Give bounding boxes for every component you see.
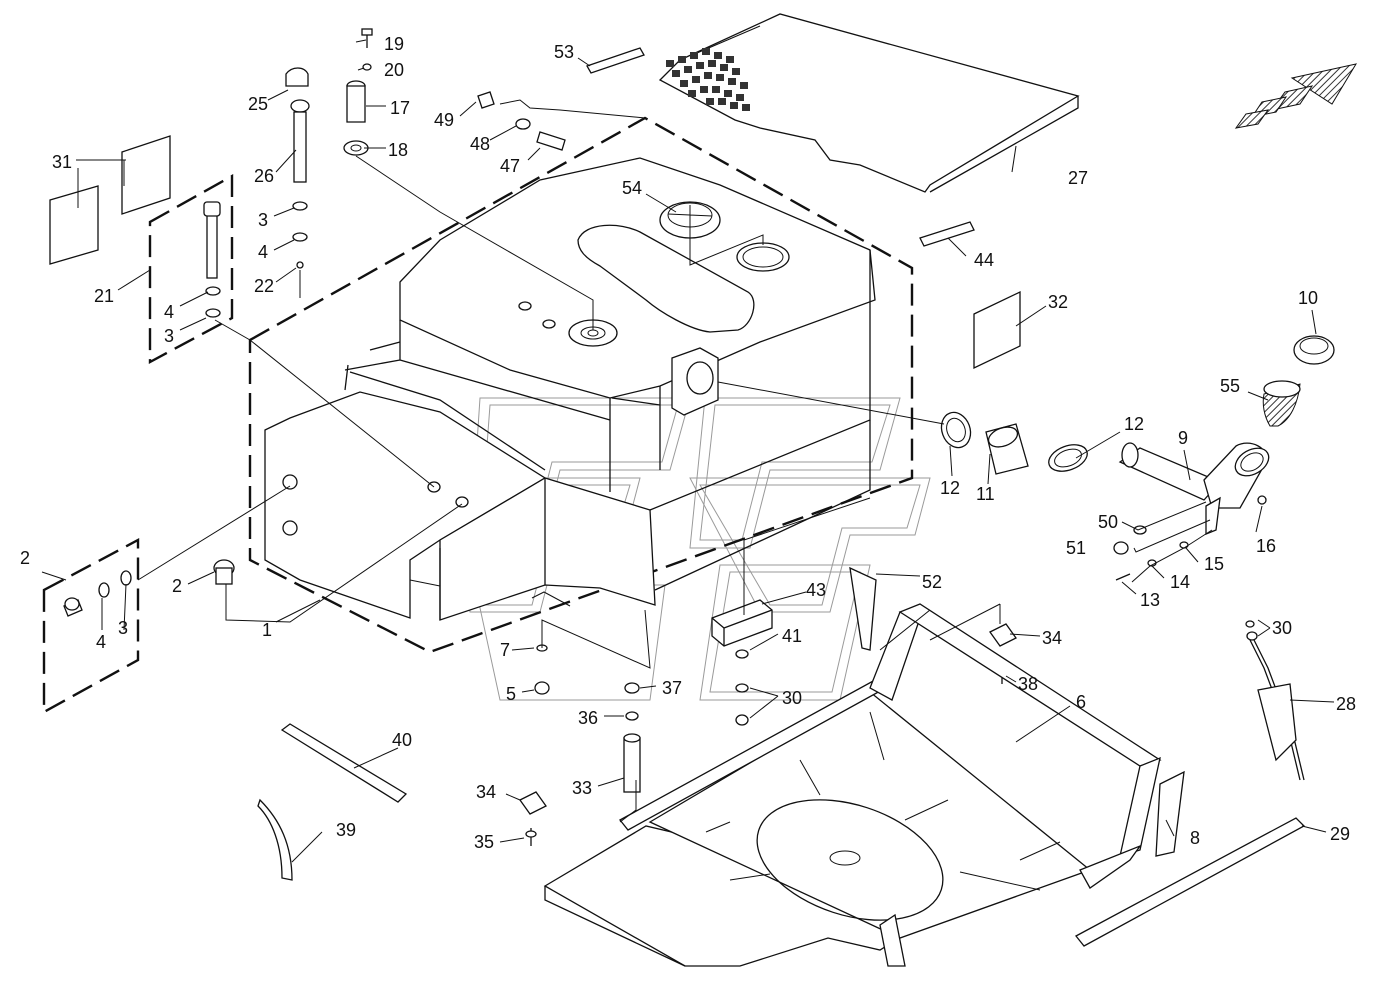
part-label-33: 33 — [572, 778, 592, 798]
filler-hose-assembly — [940, 335, 1335, 581]
part-label-5: 5 — [506, 684, 516, 704]
part-label-31: 31 — [52, 152, 72, 172]
leader-lines — [41, 39, 1335, 863]
part-label-30b: 30 — [782, 688, 802, 708]
part-label-17: 17 — [390, 98, 410, 118]
grille-squares — [666, 48, 750, 111]
label-plates-31 — [49, 135, 171, 265]
part-label-4c: 4 — [96, 632, 106, 652]
cable-bracket-28 — [1245, 620, 1305, 781]
part-label-35: 35 — [474, 832, 494, 852]
bolts-47-48-49 — [477, 91, 566, 151]
part-label-48: 48 — [470, 134, 490, 154]
part-label-3c: 3 — [118, 618, 128, 638]
part-label-34a: 34 — [476, 782, 496, 802]
part-label-27: 27 — [1068, 168, 1088, 188]
part-label-53: 53 — [554, 42, 574, 62]
part-label-15: 15 — [1204, 554, 1224, 574]
kit-21-dashed-box — [148, 173, 234, 365]
part-label-3a: 3 — [164, 326, 174, 346]
part-label-22: 22 — [254, 276, 274, 296]
part-label-12b: 12 — [1124, 414, 1144, 434]
part-label-55: 55 — [1220, 376, 1240, 396]
part-label-3b: 3 — [258, 210, 268, 230]
block-43 — [711, 599, 773, 647]
part-label-20: 20 — [384, 60, 404, 80]
mounting-frame — [543, 603, 1162, 967]
part-label-7: 7 — [500, 640, 510, 660]
part-label-49: 49 — [434, 110, 454, 130]
strip-8 — [1155, 770, 1185, 857]
part-label-32: 32 — [1048, 292, 1068, 312]
part-label-19: 19 — [384, 34, 404, 54]
top-cover-plate — [658, 13, 1080, 193]
part-label-40: 40 — [392, 730, 412, 750]
part-label-8: 8 — [1190, 828, 1200, 848]
part-label-6: 6 — [1076, 692, 1086, 712]
part-label-43: 43 — [806, 580, 826, 600]
part-label-12a: 12 — [940, 478, 960, 498]
bar-53 — [586, 47, 645, 74]
part-label-30a: 30 — [1272, 618, 1292, 638]
part-label-44: 44 — [974, 250, 994, 270]
part-label-28: 28 — [1336, 694, 1356, 714]
drain-bolt-21 — [203, 201, 221, 318]
part-label-25: 25 — [248, 94, 268, 114]
part-label-54: 54 — [622, 178, 642, 198]
part-label-2b: 2 — [172, 576, 182, 596]
part-label-34b: 34 — [1042, 628, 1062, 648]
rod-40 — [280, 723, 408, 803]
part-label-4a: 4 — [164, 302, 174, 322]
part-label-50: 50 — [1098, 512, 1118, 532]
part-label-10: 10 — [1298, 288, 1318, 308]
part-label-38: 38 — [1018, 674, 1038, 694]
part-label-13: 13 — [1140, 590, 1160, 610]
part-label-4b: 4 — [258, 242, 268, 262]
part-label-21: 21 — [94, 286, 114, 306]
plate-32 — [973, 290, 1021, 370]
part-label-9: 9 — [1178, 428, 1188, 448]
strip-44 — [919, 221, 975, 247]
part-label-51: 51 — [1066, 538, 1086, 558]
forward-direction-arrow-icon — [1234, 63, 1358, 129]
part-label-11: 11 — [976, 484, 995, 504]
part-label-14: 14 — [1170, 572, 1190, 592]
nuts-30-41 — [735, 649, 749, 726]
part-label-36: 36 — [578, 708, 598, 728]
sender-tube-17 — [343, 28, 373, 156]
part-label-41: 41 — [782, 626, 802, 646]
plate-52 — [849, 566, 877, 651]
part-number-labels: 1 2 2 3 3 3 4 4 4 5 6 7 8 9 10 11 12 12 … — [20, 34, 1356, 852]
fasteners-5-7 — [534, 644, 550, 695]
fuel-tank — [264, 157, 876, 621]
part-label-47: 47 — [500, 156, 520, 176]
part-label-18: 18 — [388, 140, 408, 160]
part-label-16: 16 — [1256, 536, 1276, 556]
part-label-1: 1 — [262, 620, 272, 640]
breather-pipe-26 — [285, 67, 310, 269]
spacer-33-nuts-36-37 — [623, 682, 641, 793]
part-label-39: 39 — [336, 820, 356, 840]
kit-2-dashed-box — [42, 538, 140, 715]
bracket-34-bolt-35 — [519, 791, 547, 846]
part-label-2a: 2 — [20, 548, 30, 568]
curved-strip-39 — [257, 798, 293, 881]
drain-plug-2 — [63, 559, 235, 617]
part-label-29: 29 — [1330, 824, 1350, 844]
part-label-52: 52 — [922, 572, 942, 592]
part-label-37: 37 — [662, 678, 682, 698]
part-label-26: 26 — [254, 166, 274, 186]
